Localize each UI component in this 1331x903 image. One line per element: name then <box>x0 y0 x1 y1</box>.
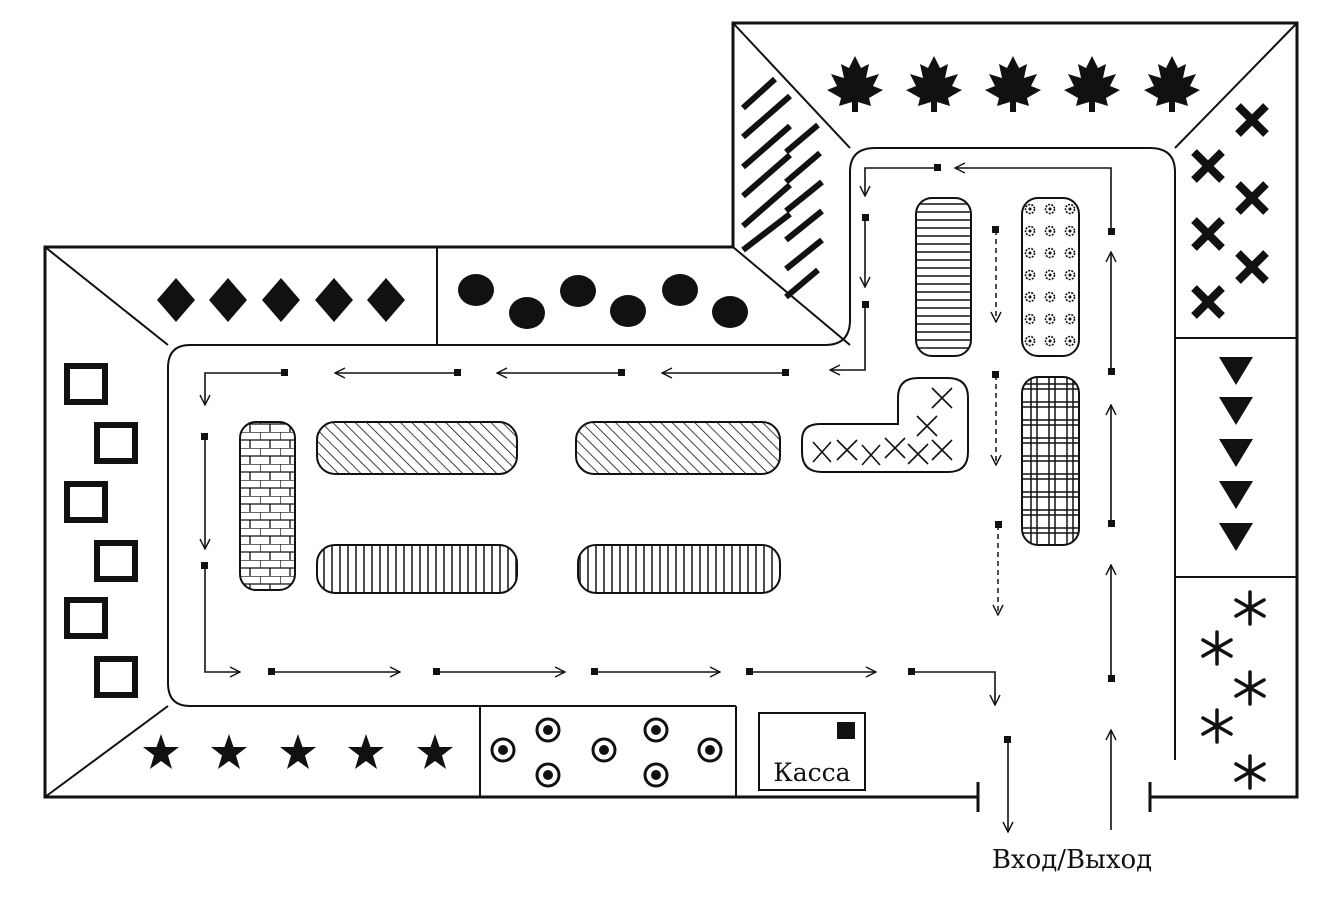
store-walls <box>43 21 1299 812</box>
diamond-shelf <box>157 278 405 322</box>
hollow-square-icon <box>94 422 138 464</box>
filled-circle-icon <box>712 296 748 328</box>
x-cross-icon <box>1191 285 1225 319</box>
hollow-square-icon <box>64 363 108 405</box>
maple-leaf-icon <box>827 56 883 112</box>
shelving-islands <box>239 197 1080 594</box>
maple-leaf-icon <box>1064 56 1120 112</box>
x-cross-icon <box>1191 149 1225 183</box>
register-icon <box>837 722 855 739</box>
diamond-icon <box>157 278 195 322</box>
flow-arrows <box>205 168 1111 832</box>
star-icon <box>143 734 179 769</box>
down-triangle-icon <box>1219 397 1253 425</box>
maple-leaf-icon <box>985 56 1041 112</box>
island-vertical-2 <box>577 544 781 594</box>
diagonal-bar-icon <box>741 93 792 140</box>
ring-dot-icon <box>535 717 561 743</box>
arrow-tail-markers <box>201 164 1115 743</box>
diagonal-bar-shelf <box>740 76 824 300</box>
island-cross-marks <box>812 387 953 466</box>
x-cross-icon <box>1235 103 1269 137</box>
ring-dot-icon <box>490 737 516 763</box>
island-horizontal <box>915 197 972 357</box>
star-shelf <box>143 734 453 769</box>
dashed-flow-arrows <box>996 230 998 615</box>
asterisk-icon <box>1201 708 1233 744</box>
diagonal-bar-icon <box>741 211 792 253</box>
ring-dot-icon <box>535 762 561 788</box>
diamond-icon <box>367 278 405 322</box>
diagonal-bar-icon <box>784 208 824 243</box>
cashier-label: Касса <box>773 758 850 787</box>
hollow-square-icon <box>94 540 138 582</box>
square-shelf <box>64 363 138 698</box>
ring-dot-icon <box>643 762 669 788</box>
diagonal-bar-icon <box>741 152 792 199</box>
down-triangle-icon <box>1219 357 1253 385</box>
down-triangle-icon <box>1219 481 1253 509</box>
filled-circle-icon <box>610 295 646 327</box>
filled-circle-icon <box>662 274 698 306</box>
cashier-desk: Касса <box>758 712 866 791</box>
diagonal-bar-icon <box>784 267 820 300</box>
island-diagonal-2 <box>575 421 781 475</box>
star-icon <box>348 734 384 769</box>
diagonal-bar-icon <box>741 123 792 170</box>
diagonal-bar-icon <box>784 122 820 155</box>
diagonal-bar-icon <box>740 76 778 111</box>
asterisk-icon <box>1234 590 1266 626</box>
asterisk-icon <box>1201 630 1233 666</box>
entrance-label: Вход/Выход <box>992 845 1152 875</box>
hollow-square-icon <box>64 481 108 523</box>
asterisk-shelf <box>1201 590 1266 790</box>
diagonal-bar-icon <box>784 150 822 185</box>
asterisk-icon <box>1234 670 1266 706</box>
x-cross-shelf <box>1191 103 1269 319</box>
diamond-icon <box>315 278 353 322</box>
island-grid <box>1021 376 1080 546</box>
down-triangle-icon <box>1219 439 1253 467</box>
diamond-icon <box>262 278 300 322</box>
maple-leaf-icon <box>906 56 962 112</box>
maple-leaf-shelf <box>827 56 1200 112</box>
island-diagonal-1 <box>316 421 518 475</box>
star-icon <box>211 734 247 769</box>
diagonal-bar-icon <box>784 237 824 272</box>
x-cross-icon <box>1191 217 1225 251</box>
hollow-square-icon <box>94 656 138 698</box>
maple-leaf-icon <box>1144 56 1200 112</box>
dot-shelf <box>458 274 748 329</box>
diagonal-bar-icon <box>741 182 792 229</box>
shelf-dividers <box>44 22 1298 798</box>
ring-dot-icon <box>643 717 669 743</box>
diamond-icon <box>209 278 247 322</box>
island-brick <box>239 421 296 591</box>
star-icon <box>280 734 316 769</box>
filled-circle-icon <box>560 275 596 307</box>
ring-dot-icon <box>591 737 617 763</box>
hollow-square-icon <box>64 597 108 639</box>
down-triangle-icon <box>1219 523 1253 551</box>
island-cross-l <box>801 377 969 473</box>
ring-dot-icon <box>697 737 723 763</box>
island-flower <box>1021 197 1080 357</box>
filled-circle-icon <box>509 297 545 329</box>
filled-circle-icon <box>458 274 494 306</box>
island-vertical-1 <box>316 544 518 594</box>
ring-dot-shelf <box>490 717 723 788</box>
down-triangle-shelf <box>1219 357 1253 551</box>
star-icon <box>417 734 453 769</box>
asterisk-icon <box>1234 754 1266 790</box>
diagonal-bar-icon <box>784 179 824 214</box>
x-cross-icon <box>1235 181 1269 215</box>
x-cross-icon <box>1235 250 1269 284</box>
